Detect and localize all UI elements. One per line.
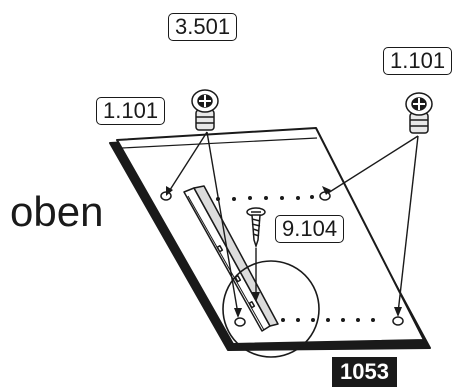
cam-lock-right-icon <box>405 92 433 134</box>
panel <box>109 127 431 351</box>
part-label-1101-right: 1.101 <box>383 47 453 75</box>
drawer-rail <box>183 185 279 332</box>
part-label-1101-left: 1.101 <box>96 97 166 125</box>
cam-hole-bottom-left <box>234 317 246 327</box>
cam-hole-bottom-right <box>392 316 404 326</box>
leader-lines <box>167 131 419 315</box>
part-label-3501: 3.501 <box>168 13 238 41</box>
orientation-label: oben <box>10 188 104 235</box>
step-badge: 1053 <box>332 357 397 387</box>
arrow-heads <box>166 186 402 318</box>
detail-magnifier <box>222 260 320 358</box>
cam-lock-left-icon <box>191 89 219 131</box>
hole-row-bottom <box>281 318 375 322</box>
screw-icon <box>246 207 266 249</box>
part-label-9104: 9.104 <box>275 215 345 243</box>
